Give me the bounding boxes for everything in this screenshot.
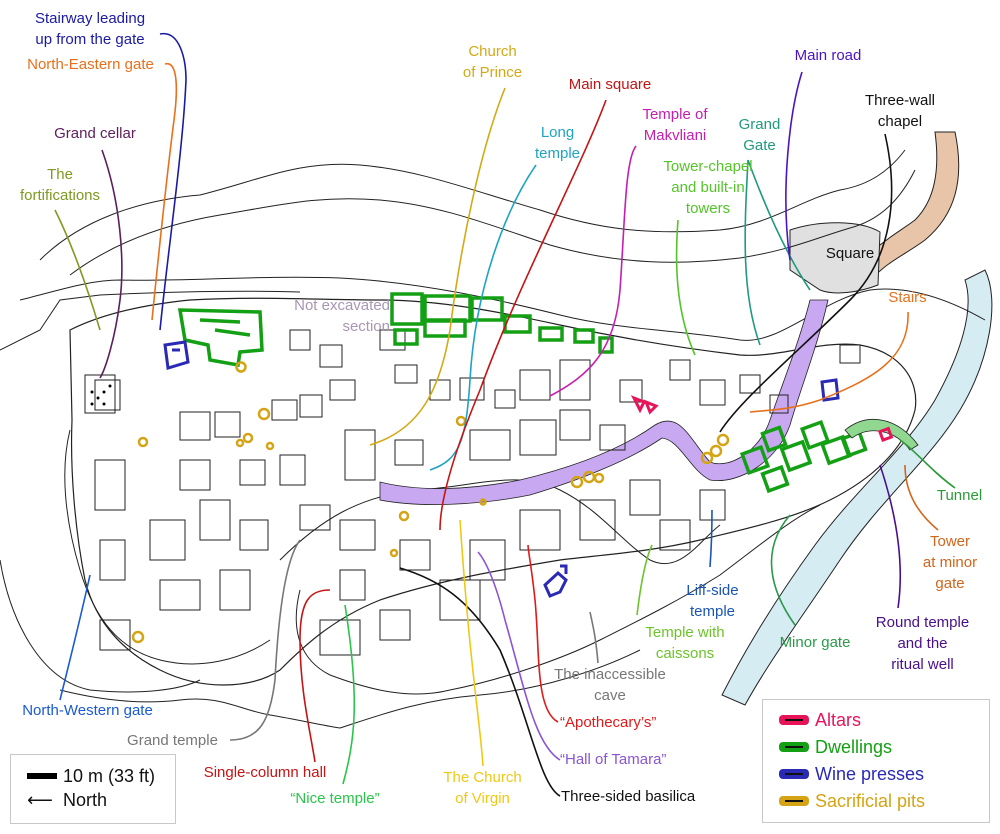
label-stairway: Stairway leading up from the gate (34, 10, 146, 48)
leader-round-temple (879, 464, 902, 609)
scale-box: 10 m (33 ft) ⟵ North (10, 754, 176, 824)
legend-label: Dwellings (815, 737, 893, 757)
altars-swatch-icon (779, 715, 809, 725)
altars (630, 395, 894, 442)
label-main-road: Main road (794, 47, 862, 64)
wine-presses (163, 340, 840, 598)
label-grand-temple: Grand temple (127, 732, 218, 749)
legend-item-sacrificial-pits: Sacrificial pits (779, 790, 925, 812)
label-grand-gate: Grand Gate (738, 116, 781, 154)
scale-distance: 10 m (33 ft) (63, 766, 156, 786)
leader-stairs (749, 311, 909, 413)
north-label: North (63, 790, 108, 810)
label-tower-chapel: Tower-chapel and built-in towers (663, 158, 753, 217)
label-long-temple: Long temple (534, 124, 581, 162)
label-stairs: Stairs (888, 289, 927, 306)
label-tamara: “Hall of Tamara” (560, 751, 667, 768)
wine-presses-swatch-icon (779, 769, 809, 779)
label-minor-gate: Minor gate (779, 634, 851, 651)
river (721, 269, 993, 706)
north-row: ⟵ North (27, 789, 107, 811)
legend-item-altars: Altars (779, 709, 861, 731)
label-square: Square (825, 245, 875, 262)
grand-cellar-structure (84, 374, 116, 414)
main-road-path (379, 299, 829, 505)
label-cave: The inaccessible cave (554, 666, 666, 704)
leader-stairway (159, 33, 187, 331)
leader-main-road (785, 71, 803, 261)
label-makvliani: Temple of Makvliani (642, 106, 708, 144)
label-round-temple: Round temple and the ritual well (875, 614, 970, 673)
leader-fortifications (54, 209, 101, 331)
leader-main-square (439, 99, 607, 531)
label-tower-minor: Tower at minor gate (922, 533, 978, 592)
structures (94, 329, 861, 656)
leader-caissons (636, 544, 653, 616)
leader-nw-gate (59, 574, 91, 701)
label-virgin: The Church of Virgin (443, 769, 522, 807)
label-basilica: Three-sided basilica (561, 788, 696, 805)
legend: Altars Dwellings Wine presses Sacrificia… (762, 699, 990, 823)
sacrificial-pits-swatch-icon (779, 796, 809, 806)
legend-item-wine-presses: Wine presses (779, 763, 924, 785)
leader-tunnel (899, 439, 956, 489)
label-liff-side: Liff-side temple (686, 582, 739, 620)
label-caissons: Temple with caissons (645, 624, 725, 662)
scale-bar-icon (27, 773, 57, 779)
north-arrow-icon: ⟵ (27, 790, 53, 810)
label-church-prince: Church of Prince (462, 43, 523, 81)
leader-three-wall (719, 133, 893, 433)
leader-ne-gate (151, 63, 178, 321)
label-apothecary: “Apothecary’s” (560, 714, 657, 731)
leader-grand-temple (229, 539, 301, 741)
leader-long-temple (429, 164, 537, 471)
leader-grand-gate (744, 159, 811, 346)
scale-distance-row: 10 m (33 ft) (27, 765, 155, 787)
label-nice-temple: “Nice temple” (290, 790, 380, 807)
legend-label: Altars (815, 710, 862, 730)
sacrificial-pits (131, 361, 730, 644)
leader-lines (54, 33, 956, 797)
label-main-square: Main square (568, 76, 652, 93)
leader-makvliani (549, 145, 637, 397)
leader-liff-side (709, 509, 713, 568)
label-tunnel: Tunnel (936, 487, 983, 504)
label-not-excavated: Not excavated section (294, 297, 390, 335)
leader-grand-cellar (99, 149, 123, 379)
leader-single-column (299, 589, 331, 763)
leader-nice-temple (342, 604, 356, 785)
dwellings-swatch-icon (779, 742, 809, 752)
leader-tamara (477, 551, 561, 761)
label-grand-cellar: Grand cellar (54, 125, 136, 142)
legend-label: Wine presses (815, 764, 925, 784)
legend-item-dwellings: Dwellings (779, 736, 892, 758)
leader-virgin (459, 519, 484, 767)
leader-tower-minor (904, 464, 939, 531)
legend-label: Sacrificial pits (815, 791, 926, 811)
leader-minor-gate (770, 514, 796, 626)
leader-basilica (399, 567, 561, 797)
leader-tower-chapel (675, 219, 696, 356)
leader-church-prince (369, 87, 506, 446)
tunnel (844, 419, 919, 451)
label-fortifications: The fortifications (19, 166, 101, 204)
leader-apothecary (527, 544, 559, 723)
label-three-wall: Three-wall chapel (864, 92, 936, 130)
label-single-column: Single-column hall (203, 764, 327, 781)
label-ne-gate: North-Eastern gate (27, 56, 154, 73)
leader-cave (589, 611, 599, 664)
label-nw-gate: North-Western gate (22, 702, 153, 719)
